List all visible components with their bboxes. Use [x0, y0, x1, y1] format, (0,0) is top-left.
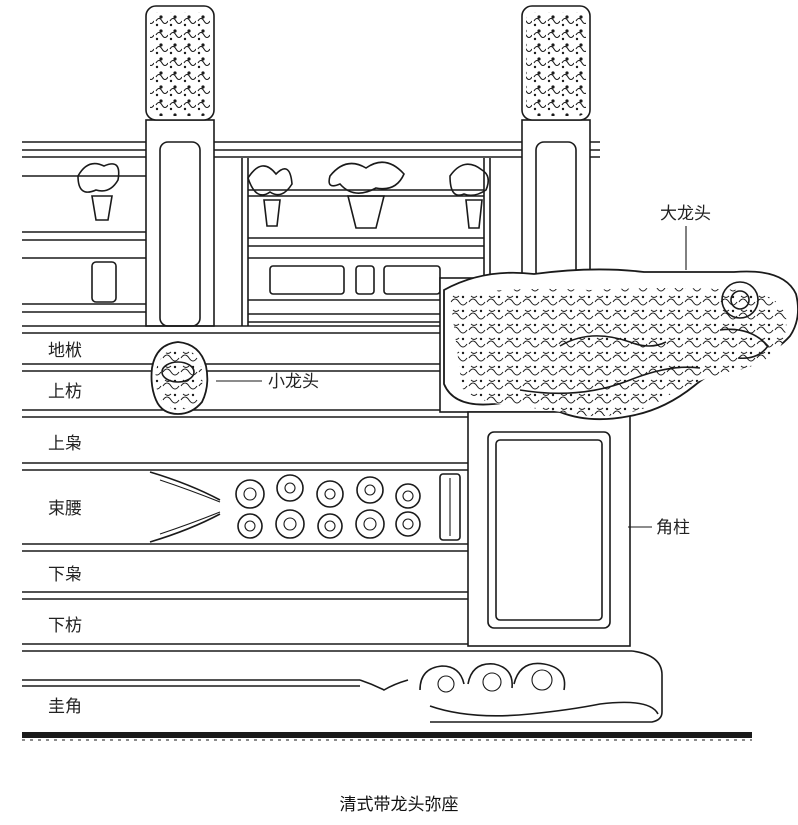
corner-post	[467, 411, 631, 647]
small-dragon-head	[150, 341, 209, 415]
pedestal-tiers	[22, 325, 663, 723]
guijiao-cloud-scrolls	[419, 650, 663, 723]
cloud-vase-1	[247, 165, 293, 227]
callouts: 大龙头 小龙头 角柱	[216, 204, 711, 538]
right-baluster-post	[521, 5, 591, 281]
label-xiafang: 下枋	[48, 616, 82, 636]
figure-caption: 清式带龙头弥座	[340, 795, 459, 815]
tier-labels: 地栿 上枋 上枭 束腰 下枭 下枋 圭角	[48, 341, 82, 717]
label-xiaxiao: 下枭	[48, 565, 82, 585]
label-shuyao: 束腰	[48, 499, 82, 519]
balustrade-middle-panel	[241, 158, 491, 326]
shuyao-carving	[149, 471, 461, 543]
cloud-vase-2	[328, 161, 405, 229]
left-baluster-post	[145, 5, 215, 327]
callout-big-dragon-head: 大龙头	[660, 204, 711, 224]
label-guijiao: 圭角	[48, 697, 82, 717]
callout-small-dragon-head: 小龙头	[268, 372, 319, 392]
label-shangxiao: 上枭	[48, 434, 82, 454]
cloud-vase-3	[449, 163, 490, 229]
ground-line	[22, 732, 752, 741]
label-difu: 地栿	[48, 341, 82, 361]
label-shangfang: 上枋	[48, 382, 82, 402]
callout-corner-post: 角柱	[656, 518, 690, 538]
balustrade	[22, 5, 600, 327]
large-dragon-head	[443, 268, 798, 421]
vase-baluster-left	[22, 162, 146, 313]
